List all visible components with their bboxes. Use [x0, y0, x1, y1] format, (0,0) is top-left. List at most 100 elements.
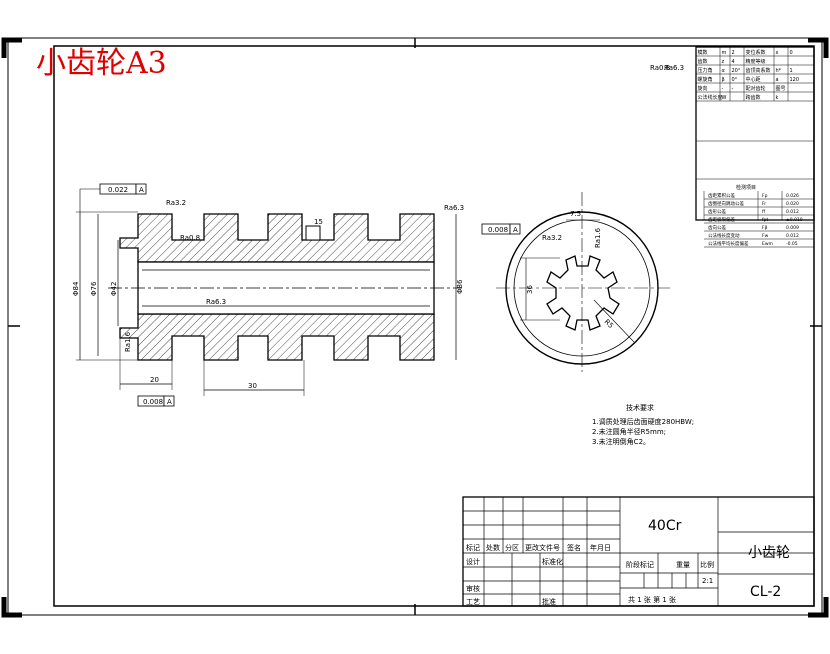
param-cell: m — [722, 50, 727, 56]
tb-process: 工艺 — [466, 598, 480, 606]
param-cell: h* — [776, 68, 782, 74]
center-marks — [8, 38, 822, 615]
dim-top-keyway: 15 — [314, 218, 323, 226]
tb-mark: 标记 — [466, 543, 480, 552]
svg-text:0.022: 0.022 — [108, 186, 128, 194]
param-mid-cell: 0.020 — [786, 201, 799, 207]
tolerance-frame-bottom: 0.008 A — [137, 395, 175, 407]
param-cell: 齿顶高系数 — [746, 67, 771, 74]
param-mid-cell: Ewm — [762, 241, 773, 247]
param-mid-cell: Fw — [762, 233, 769, 239]
section-view — [76, 211, 462, 396]
param-mid-cell: 齿距极限偏差 — [708, 216, 735, 223]
dim-left-outer: Φ84 — [72, 281, 80, 296]
param-cell: - — [722, 86, 724, 92]
tech-req-heading: 技术要求 — [626, 403, 654, 412]
param-cell: - — [732, 86, 734, 92]
title-block: 标记 处数 分区 更改文件号 签名 年月日 设计 标准化 审核 工艺 批准 40… — [462, 496, 815, 607]
param-mid-cell: 齿圈径向跳动公差 — [708, 200, 744, 207]
dim-right-bore: Φ86 — [456, 279, 464, 294]
param-mid-cell: 公法线平均长度偏差 — [708, 240, 749, 247]
param-mid-cell: Fp — [762, 193, 768, 199]
tb-count: 处数 — [486, 543, 500, 552]
param-mid-cell: 公法线长度变动 — [708, 232, 740, 239]
param-cell: 模数 — [698, 49, 708, 56]
param-mid-label: 检测项目 — [736, 184, 756, 191]
param-cell: 跨齿数 — [746, 94, 761, 101]
param-cell: 120 — [790, 77, 800, 83]
svg-text:0.008: 0.008 — [488, 226, 508, 234]
tolerance-frame-side: 0.008 A — [481, 223, 521, 235]
param-cell: 1 — [790, 68, 793, 74]
param-mid-cell: 0.012 — [786, 233, 799, 239]
param-cell: a — [776, 77, 779, 83]
param-cell: 4 — [732, 59, 735, 65]
side-view — [496, 192, 670, 372]
tb-scale: 2:1 — [702, 577, 713, 585]
param-mid-cell: 0.012 — [786, 209, 799, 215]
param-mid-cell: 0.026 — [786, 193, 799, 199]
param-cell: 图号 — [776, 86, 786, 92]
tb-zone: 分区 — [505, 543, 519, 552]
param-cell: 0° — [732, 77, 738, 83]
param-mid-cell: 齿向公差 — [708, 224, 726, 231]
tech-req-line-3: 3.未注明倒角C2。 — [592, 437, 650, 446]
svg-text:A: A — [167, 398, 172, 406]
corner-marks — [1, 37, 829, 618]
param-cell: x — [776, 50, 779, 56]
roughness-1: Ra3.2 — [166, 199, 186, 207]
param-cell: 螺旋角 — [698, 76, 713, 83]
param-cell: k — [776, 95, 779, 101]
param-cell: 齿数 — [698, 58, 708, 65]
param-mid-cell: 齿形公差 — [708, 208, 726, 215]
param-cell: 0 — [790, 50, 793, 56]
dim-bottom-length-2: 30 — [248, 382, 257, 390]
param-mid-cell: -0.05 — [786, 241, 798, 247]
param-cell: 压力角 — [698, 67, 713, 74]
param-mid-cell: 齿距累积公差 — [708, 192, 735, 199]
dim-left-mid: Φ76 — [90, 281, 98, 296]
param-cell: 变位系数 — [746, 49, 766, 56]
tech-req-line-2: 2.未注圆角半径R5mm; — [592, 427, 666, 436]
tb-review: 审核 — [466, 584, 480, 593]
param-mid-cell: ±0.010 — [786, 217, 803, 223]
svg-text:A: A — [139, 186, 144, 194]
param-cell: W — [722, 95, 727, 101]
tb-design: 设计 — [466, 557, 480, 566]
tb-drawing-no: CL-2 — [750, 584, 781, 600]
upper-body — [119, 213, 435, 263]
tb-approve: 批准 — [542, 597, 556, 606]
param-mid-cell: fpt — [762, 217, 768, 223]
svg-text:A: A — [513, 226, 518, 234]
tb-scale-label: 比例 — [700, 560, 714, 569]
param-mid-cell: Fβ — [762, 225, 768, 231]
surface-finish-note: Ra0.8 — [650, 64, 670, 72]
roughness-4: Ra1.6 — [124, 331, 132, 352]
surface-finish-note-2: Ra6.3 — [664, 64, 684, 72]
tb-weight-label: 重量 — [676, 561, 690, 569]
tolerance-frame-top: 0.022 A — [79, 183, 147, 212]
tb-date: 年月日 — [590, 543, 611, 552]
param-mid-cell: 0.009 — [786, 225, 799, 231]
roughness-7: Ra1.6 — [594, 227, 602, 248]
tb-material: 40Cr — [648, 518, 682, 534]
dim-top-side: 7.5 — [570, 210, 581, 218]
tb-stage-label: 阶段标记 — [626, 560, 654, 569]
dim-bottom-length-1: 20 — [150, 376, 159, 384]
param-cell: 配对齿轮 — [746, 85, 766, 92]
param-cell: β — [722, 77, 725, 83]
param-mid-cell: Fr — [762, 201, 766, 207]
param-cell: 精度等级 — [746, 58, 766, 65]
roughness-5: Ra6.3 — [444, 204, 464, 212]
roughness-2: Ra0.8 — [180, 234, 200, 242]
param-cell: 公法线长度 — [698, 94, 723, 101]
tb-standard: 标准化 — [542, 557, 563, 566]
param-cell: 2 — [732, 50, 735, 56]
param-cell: z — [722, 59, 725, 65]
param-cell: 20° — [732, 68, 741, 74]
dim-side-height: 36 — [526, 285, 534, 294]
tb-part-name: 小齿轮 — [748, 545, 790, 561]
svg-text:0.008: 0.008 — [143, 398, 163, 406]
